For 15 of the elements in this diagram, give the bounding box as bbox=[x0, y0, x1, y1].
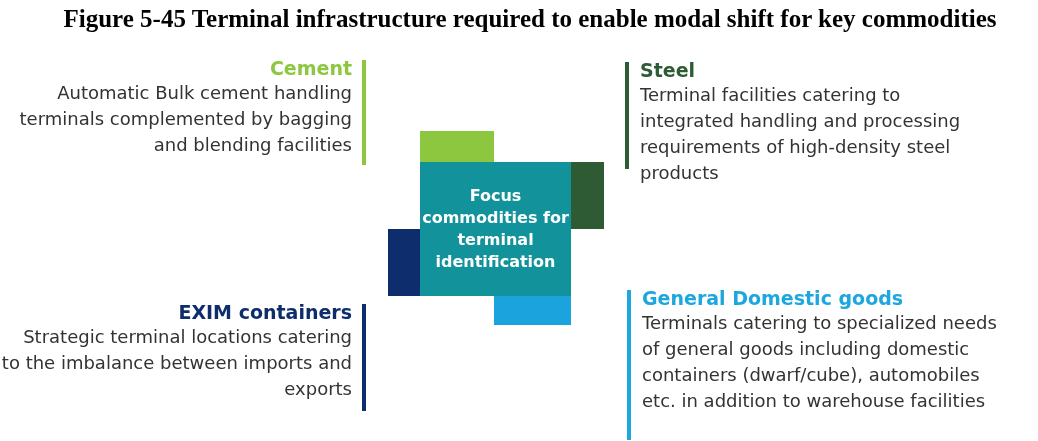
category-description: Strategic terminal locations catering to the imbalance between imports and exports bbox=[0, 325, 352, 401]
square-block bbox=[571, 162, 604, 229]
category-description: Automatic Bulk cement handling terminals complemented by bagging and blending facilities bbox=[18, 81, 352, 157]
center-box bbox=[420, 162, 571, 296]
category-description: Terminal facilities catering to integrated handling and processing requirements of high-density steel products bbox=[640, 83, 962, 185]
category-heading: Cement bbox=[268, 56, 352, 80]
square-block bbox=[494, 296, 571, 325]
category-heading: Steel bbox=[640, 58, 697, 82]
category-heading: General Domestic goods bbox=[642, 286, 905, 310]
category-heading: EXIM containers bbox=[177, 300, 352, 324]
square-block bbox=[420, 131, 494, 162]
center-label: Focus commodities for terminal identification bbox=[421, 185, 570, 273]
square-block bbox=[388, 229, 420, 296]
category-description: Terminals catering to specialized needs of general goods including domestic containers (dwarf/cube), automobiles etc. in addition to warehouse facilities bbox=[642, 311, 998, 413]
figure-title: Figure 5-45 Terminal infrastructure required to enable modal shift for key commodities bbox=[62, 4, 998, 34]
